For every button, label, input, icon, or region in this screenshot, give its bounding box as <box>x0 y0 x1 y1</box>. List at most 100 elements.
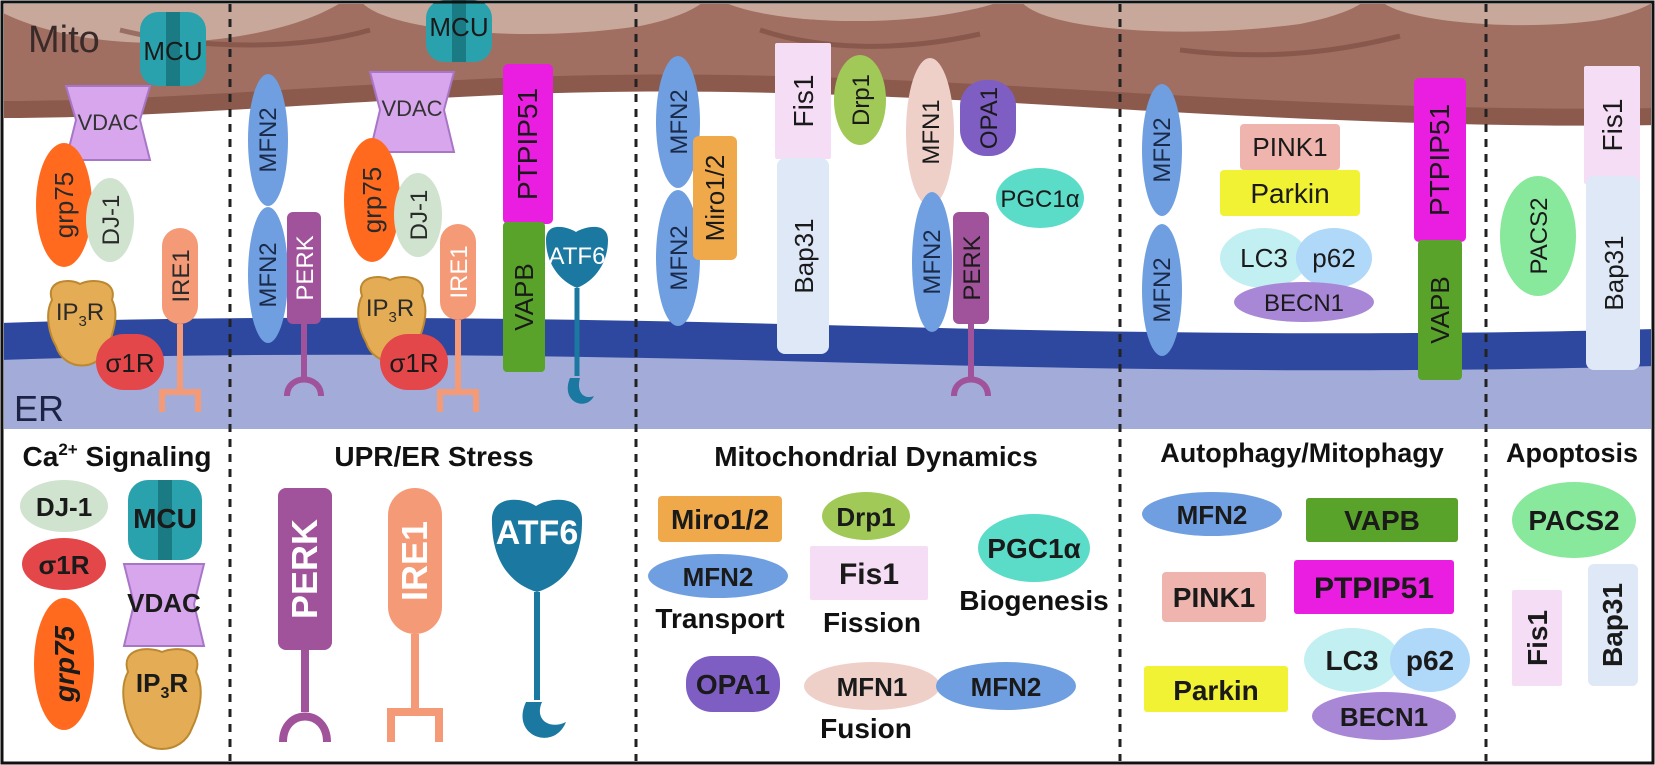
legend-dynamics: Miro1/2 MFN2 Transport Drp1 Fis1 Fission… <box>648 492 1109 744</box>
pgc1a-icon: PGC1α <box>996 168 1084 228</box>
svg-text:MFN2: MFN2 <box>683 562 754 592</box>
legend-autophagy: MFN2 VAPB PINK1 PTPIP51 Parkin LC3 p62 <box>1142 492 1470 740</box>
fis1-icon: Fis1 <box>1584 66 1640 184</box>
svg-text:IP3R: IP3R <box>56 299 104 330</box>
svg-text:Fis1: Fis1 <box>839 558 899 591</box>
ip3r-legend: IP3R <box>122 648 202 750</box>
svg-text:MFN2: MFN2 <box>1149 257 1176 322</box>
mfn2-icon: MFN2 <box>656 56 700 188</box>
bap31-icon: Bap31 <box>777 158 829 354</box>
mfn2-icon: MFN2 <box>1142 224 1182 356</box>
vdac-legend: VDAC <box>122 563 206 647</box>
miro-icon: Miro1/2 <box>693 136 737 260</box>
pink1-legend: PINK1 <box>1162 572 1266 622</box>
fis1-legend: Fis1 <box>810 546 928 600</box>
svg-text:IP3R: IP3R <box>366 295 414 326</box>
section-title-autophagy: Autophagy/Mitophagy <box>1160 438 1443 468</box>
svg-text:VDAC: VDAC <box>77 110 138 135</box>
svg-text:IRE1: IRE1 <box>394 521 435 601</box>
svg-text:PACS2: PACS2 <box>1528 505 1619 536</box>
fis1-icon: Fis1 <box>775 43 831 159</box>
mcu-icon: MCU <box>140 12 206 86</box>
svg-text:BECN1: BECN1 <box>1264 290 1344 317</box>
mfn2-legend: MFN2 <box>936 662 1076 710</box>
mfn2-icon: MFN2 <box>656 190 700 326</box>
svg-text:MCU: MCU <box>429 12 488 42</box>
mfn2-legend: MFN2 <box>1142 492 1282 536</box>
svg-text:OPA1: OPA1 <box>976 87 1003 149</box>
mfn1-legend: MFN1 <box>804 662 940 710</box>
svg-text:MFN2: MFN2 <box>255 107 282 172</box>
svg-text:MFN2: MFN2 <box>971 672 1042 702</box>
mfn2-icon: MFN2 <box>1142 84 1182 216</box>
pgc1a-legend: PGC1α <box>978 514 1090 582</box>
perk-icon: PERK <box>951 212 991 397</box>
svg-text:grp75: grp75 <box>49 625 80 703</box>
lc3-icon: LC3 <box>1220 228 1308 288</box>
grp75-icon: grp75 <box>344 138 400 262</box>
mfn1-icon: MFN1 <box>906 58 954 206</box>
svg-text:PINK1: PINK1 <box>1252 132 1327 162</box>
perk-icon: PERK <box>284 212 324 397</box>
svg-text:Fis1: Fis1 <box>1597 99 1628 152</box>
svg-text:MFN2: MFN2 <box>1177 500 1248 530</box>
mfn2-legend: MFN2 <box>648 554 788 598</box>
svg-text:LC3: LC3 <box>1326 645 1379 676</box>
caption-transport: Transport <box>655 603 784 634</box>
drp1-icon: Drp1 <box>834 55 886 145</box>
svg-text:DJ-1: DJ-1 <box>36 492 92 522</box>
svg-text:ATF6: ATF6 <box>549 243 606 270</box>
becn1-legend: BECN1 <box>1312 692 1456 740</box>
svg-text:VAPB: VAPB <box>1344 505 1420 536</box>
svg-text:PERK: PERK <box>959 235 986 300</box>
atf6-legend: ATF6 <box>491 499 583 738</box>
svg-text:PERK: PERK <box>284 519 325 619</box>
svg-text:p62: p62 <box>1312 243 1355 273</box>
svg-text:Bap31: Bap31 <box>789 218 819 293</box>
dynamics-membrane: MFN2 MFN2 Miro1/2 Fis1 Bap31 Drp1 MFN1 <box>656 43 1084 397</box>
vapb-legend: VAPB <box>1306 498 1458 542</box>
svg-text:MFN2: MFN2 <box>666 225 693 290</box>
section-dividers <box>228 4 1488 761</box>
svg-text:BECN1: BECN1 <box>1340 702 1428 732</box>
svg-text:LC3: LC3 <box>1240 243 1288 273</box>
svg-text:PTPIP51: PTPIP51 <box>512 88 543 200</box>
bap31-icon: Bap31 <box>1586 176 1640 370</box>
sigma1r-legend: σ1R <box>22 538 106 590</box>
legend-ca-signaling: DJ-1 MCU σ1R VDAC grp75 IP3R <box>20 480 206 750</box>
svg-text:IP3R: IP3R <box>136 668 188 702</box>
svg-text:IRE1: IRE1 <box>168 249 195 302</box>
section-title-ca-signaling: Ca2+ Signaling <box>23 440 212 472</box>
mfn2-icon: MFN2 <box>912 192 952 332</box>
mfn2-icon: MFN2 <box>248 74 288 206</box>
perk-legend: PERK <box>278 488 332 743</box>
vapb-icon: VAPB <box>1418 240 1462 380</box>
dj1-icon: DJ-1 <box>394 173 442 257</box>
grp75-icon: grp75 <box>36 143 92 267</box>
svg-text:VDAC: VDAC <box>127 588 201 618</box>
svg-text:Bap31: Bap31 <box>1599 235 1629 310</box>
svg-text:Bap31: Bap31 <box>1597 583 1628 667</box>
svg-text:VAPB: VAPB <box>1425 276 1455 343</box>
parkin-icon: Parkin <box>1220 170 1360 216</box>
svg-text:MCU: MCU <box>143 36 202 66</box>
svg-text:DJ-1: DJ-1 <box>406 190 433 241</box>
upr-membrane: MFN2 MFN2 PERK MCU VDAC grp75 <box>248 0 608 412</box>
section-title-upr: UPR/ER Stress <box>334 441 533 472</box>
svg-text:MFN2: MFN2 <box>919 229 946 294</box>
svg-text:Fis1: Fis1 <box>788 75 819 128</box>
section-title-apoptosis: Apoptosis <box>1506 438 1638 468</box>
sigma1r-icon: σ1R <box>380 334 448 390</box>
er-label: ER <box>14 388 64 429</box>
ire1-icon: IRE1 <box>159 228 201 412</box>
mito-label: Mito <box>28 19 100 61</box>
pink1-icon: PINK1 <box>1240 124 1340 170</box>
svg-text:Miro1/2: Miro1/2 <box>700 155 730 242</box>
caption-fission: Fission <box>823 607 921 638</box>
svg-text:DJ-1: DJ-1 <box>98 195 125 246</box>
legend-apoptosis: PACS2 Fis1 Bap31 <box>1512 482 1638 686</box>
bap31-legend: Bap31 <box>1588 564 1638 686</box>
pacs2-legend: PACS2 <box>1512 482 1636 558</box>
svg-text:IRE1: IRE1 <box>446 245 473 298</box>
